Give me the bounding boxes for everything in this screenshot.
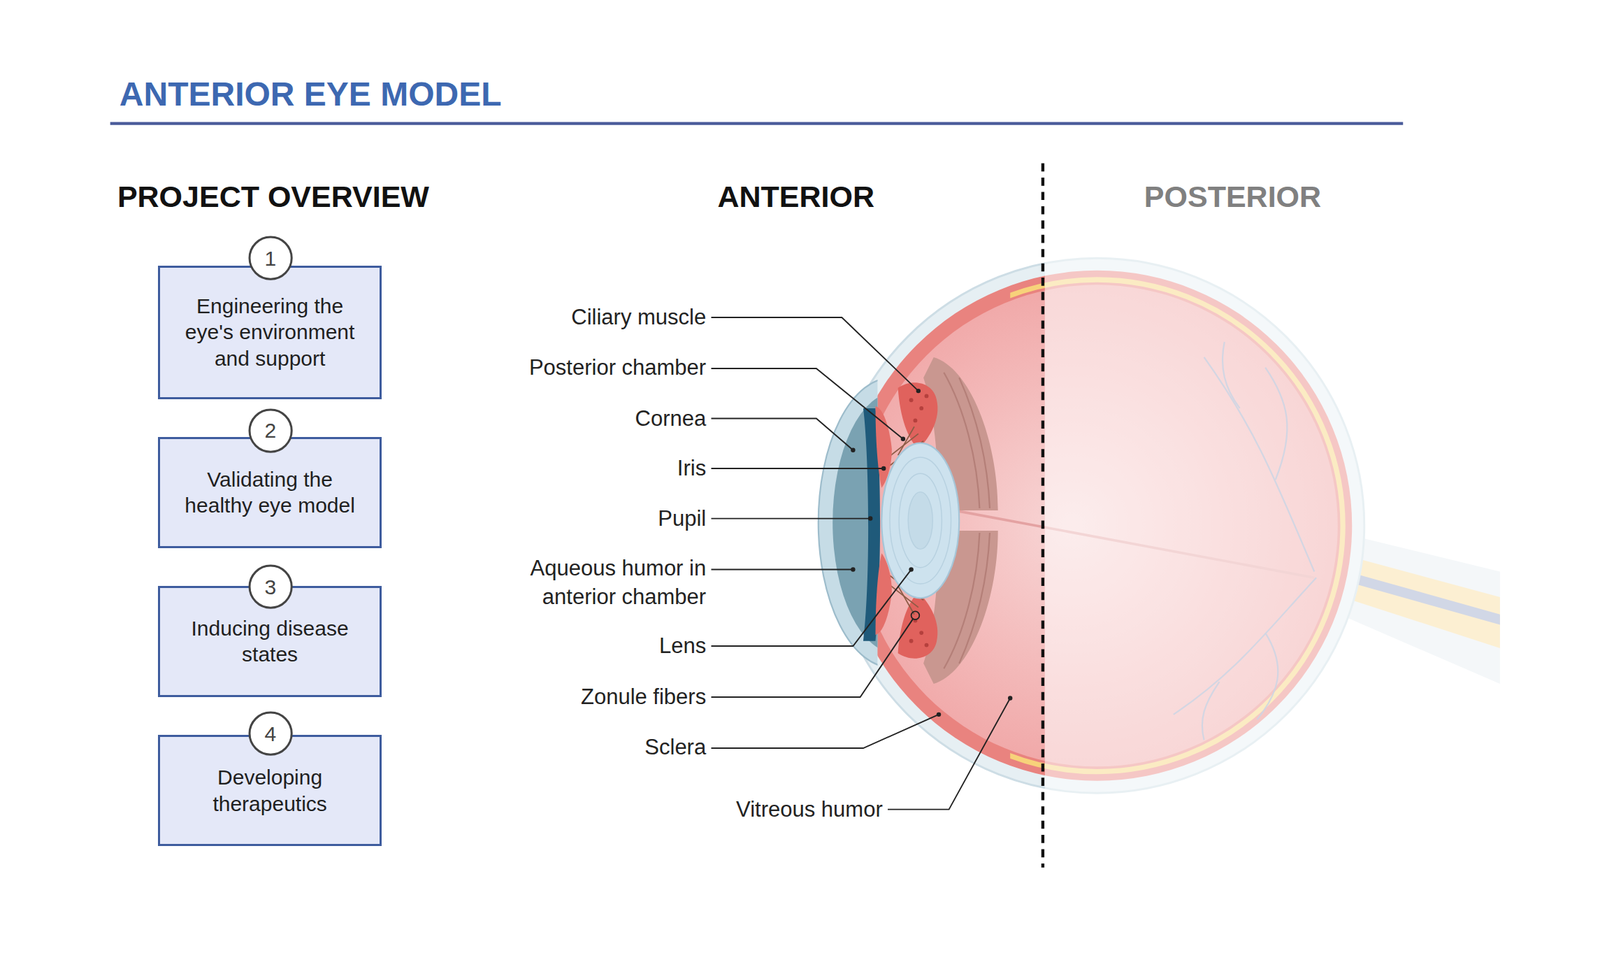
part-label: Pupil bbox=[657, 506, 706, 532]
step-text: Validating the healthy eye model bbox=[175, 466, 365, 519]
part-label: Sclera bbox=[644, 734, 706, 760]
leader-dots bbox=[850, 566, 855, 572]
cornea bbox=[818, 377, 878, 668]
leader-lines bbox=[710, 418, 853, 451]
leader-lines bbox=[710, 569, 911, 646]
step-number-circle: 1 bbox=[248, 235, 293, 281]
ciliary-body bbox=[924, 643, 929, 648]
leader-dots bbox=[881, 466, 886, 471]
leader-dots bbox=[936, 712, 941, 717]
ciliary-body bbox=[898, 382, 939, 449]
posterior-fade bbox=[1044, 239, 1525, 822]
cornea bbox=[832, 392, 878, 654]
circle-outline bbox=[249, 409, 292, 452]
part-label: Iris bbox=[677, 455, 706, 481]
eye-illustration bbox=[110, 123, 1525, 868]
part-label: Lens bbox=[659, 633, 706, 659]
leader-dots bbox=[850, 448, 855, 453]
part-label: Posterior chamber bbox=[529, 355, 706, 381]
leader-dots bbox=[908, 566, 913, 572]
callout-number: 3 bbox=[264, 573, 277, 601]
part-label: Ciliary muscle bbox=[571, 304, 706, 330]
lens bbox=[881, 443, 960, 599]
title-rule bbox=[110, 121, 1404, 125]
cornea bbox=[818, 377, 966, 668]
ciliary-body bbox=[909, 638, 914, 644]
leader-lines bbox=[710, 568, 853, 571]
section-heading: ANTERIOR bbox=[717, 179, 875, 214]
ciliary-body bbox=[913, 418, 918, 423]
section-heading: POSTERIOR bbox=[1144, 179, 1322, 214]
circle-outline bbox=[249, 565, 292, 608]
leader-dots bbox=[1007, 695, 1013, 700]
step-box: Validating the healthy eye model bbox=[157, 436, 382, 549]
leader-dots bbox=[868, 515, 873, 521]
leader-lines bbox=[710, 618, 913, 697]
step-number-circle: 4 bbox=[248, 710, 293, 756]
ciliary-body bbox=[909, 397, 914, 402]
leader-dots bbox=[911, 610, 920, 620]
part-label: Cornea bbox=[635, 406, 707, 432]
step-text: Inducing disease states bbox=[175, 615, 365, 668]
lens bbox=[907, 492, 933, 550]
section-heading: PROJECT OVERVIEW bbox=[117, 179, 430, 214]
leader-lines bbox=[710, 368, 903, 439]
leader-lines bbox=[710, 714, 939, 748]
leader-dots bbox=[850, 388, 1013, 717]
divider-line bbox=[1042, 163, 1043, 868]
ora-serrata bbox=[959, 532, 990, 664]
leader-lines bbox=[710, 467, 884, 470]
circle-outline bbox=[249, 236, 292, 279]
lens bbox=[898, 473, 942, 567]
leader-lines bbox=[710, 317, 1011, 810]
part-label: Aqueous humor in anterior chamber bbox=[510, 554, 706, 611]
ciliary-body bbox=[898, 592, 939, 659]
step-number-circle: 2 bbox=[248, 408, 293, 453]
part-label: Zonule fibers bbox=[580, 684, 706, 710]
posterior-fade bbox=[1044, 239, 1525, 822]
ciliary-body bbox=[919, 630, 924, 635]
callout-number: 1 bbox=[264, 245, 277, 272]
callout-number: 2 bbox=[264, 417, 277, 444]
ciliary-body bbox=[919, 406, 924, 411]
leader-dots bbox=[916, 388, 921, 393]
circle-outline bbox=[249, 712, 292, 755]
step-text: Developing therapeutics bbox=[175, 764, 365, 817]
step-number-circle: 3 bbox=[248, 564, 293, 609]
step-text: Engineering the eye's environment and su… bbox=[175, 292, 365, 372]
callout-number: 4 bbox=[264, 720, 277, 748]
leader-lines bbox=[887, 698, 1011, 810]
part-label: Vitreous humor bbox=[736, 796, 883, 823]
divider-line bbox=[1041, 163, 1045, 868]
title-rule bbox=[110, 123, 1404, 124]
ciliary-body bbox=[924, 393, 929, 398]
lens bbox=[889, 457, 952, 584]
leader-lines bbox=[710, 317, 918, 391]
ora-serrata bbox=[959, 377, 990, 509]
leader-lines bbox=[710, 517, 871, 520]
diagram-title: ANTERIOR EYE MODEL bbox=[119, 74, 502, 114]
leader-dots bbox=[901, 436, 906, 442]
step-box: Engineering the eye's environment and su… bbox=[157, 265, 382, 400]
lens bbox=[881, 443, 960, 599]
